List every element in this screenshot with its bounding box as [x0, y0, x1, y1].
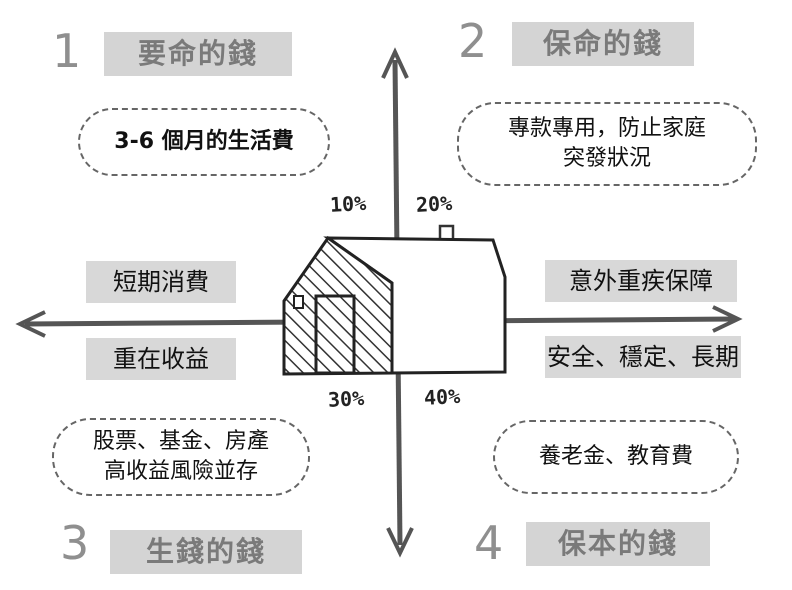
- quadrant-1-number: 1: [52, 24, 82, 78]
- label-accident-illness-protection: 意外重疾保障: [545, 260, 737, 302]
- quadrant-3-number: 3: [60, 516, 90, 570]
- quadrant-2-description: 專款專用，防止家庭 突發狀況: [457, 102, 757, 186]
- quadrant-1-description: 3-6 個月的生活費: [78, 108, 330, 176]
- quadrant-3-title: 生錢的錢: [110, 530, 302, 574]
- quadrant-4-line1: 養老金、教育費: [538, 444, 693, 469]
- quadrant-3-description: 股票、基金、房產 高收益風險並存: [52, 418, 310, 496]
- quadrant-2-percent: 20%: [415, 191, 453, 217]
- quadrant-4-number: 4: [474, 516, 504, 570]
- label-focus-returns: 重在收益: [86, 338, 236, 380]
- quadrant-1-percent: 10%: [329, 191, 367, 217]
- quadrant-2-number: 2: [458, 14, 488, 68]
- quadrant-2-line1: 專款專用，防止家庭: [507, 116, 706, 141]
- quadrant-1-title: 要命的錢: [104, 32, 292, 76]
- quadrant-4-title: 保本的錢: [526, 522, 710, 566]
- house-icon: [282, 224, 507, 376]
- label-short-term-spending: 短期消費: [86, 261, 236, 303]
- quadrant-2-title: 保命的錢: [512, 22, 694, 66]
- quadrant-2-line2: 突發狀況: [562, 146, 651, 171]
- quadrant-3-line1: 股票、基金、房產: [92, 429, 269, 454]
- label-safe-stable-long-term: 安全、穩定、長期: [545, 336, 741, 378]
- quadrant-4-description: 養老金、教育費: [493, 420, 739, 494]
- quadrant-1-line1: 3-6 個月的生活費: [114, 129, 294, 154]
- quadrant-4-percent: 40%: [423, 384, 461, 410]
- quadrant-3-line2: 高收益風險並存: [103, 459, 258, 484]
- quadrant-3-percent: 30%: [327, 386, 365, 412]
